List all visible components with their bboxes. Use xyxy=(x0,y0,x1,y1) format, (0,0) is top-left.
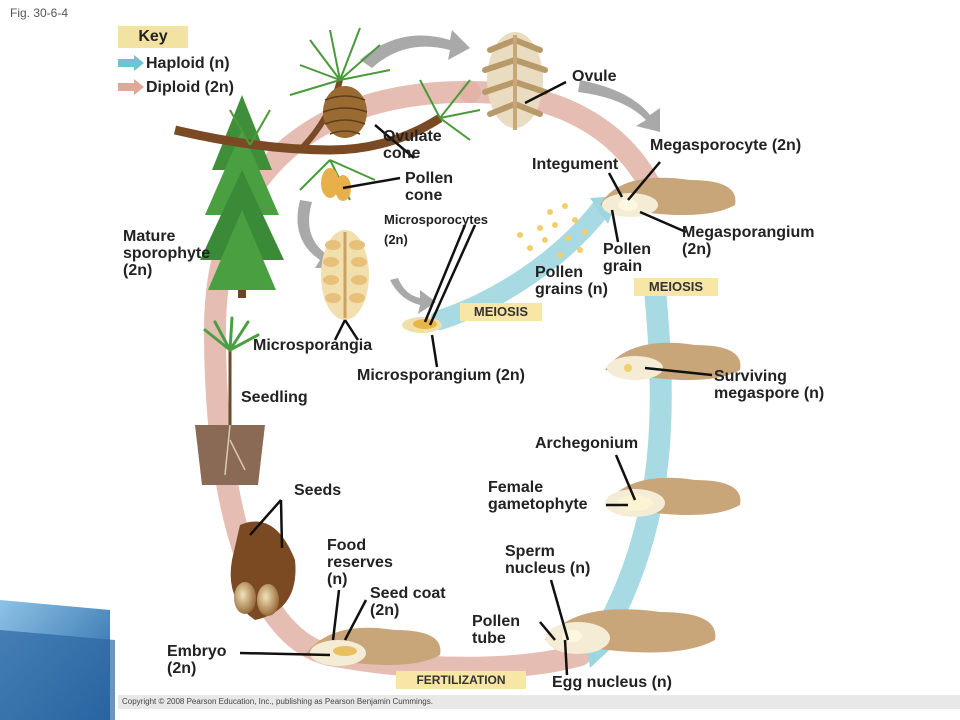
meiosis-tag-left: MEIOSIS xyxy=(460,303,542,321)
meiosis-tag-right: MEIOSIS xyxy=(634,278,718,296)
label-seed-coat: Seed coat(2n) xyxy=(370,585,446,619)
ovule-scale xyxy=(482,32,548,130)
label-egg-nucleus: Egg nucleus (n) xyxy=(552,674,672,691)
gray-arrows xyxy=(297,30,660,314)
microsporangium-detail xyxy=(402,317,442,333)
pollen-grains-scatter xyxy=(517,203,588,258)
figure-number: Fig. 30-6-4 xyxy=(10,6,69,20)
label-seedling: Seedling xyxy=(241,389,308,406)
label-ovule: Ovule xyxy=(572,68,617,85)
ovule-stage-5 xyxy=(305,627,441,666)
label-megasporangium: Megasporangium(2n) xyxy=(682,224,815,258)
ovule-stage-1 xyxy=(600,177,736,217)
haploid-arrow-icon xyxy=(118,55,144,71)
pine-tree xyxy=(200,95,284,298)
slide-decoration xyxy=(0,600,115,720)
seedling xyxy=(195,316,265,485)
label-microsporocytes: Microsporocytes(2n) xyxy=(384,212,489,247)
label-archegonium: Archegonium xyxy=(535,435,639,452)
ovulate-cone-shape xyxy=(322,86,368,138)
label-integument: Integument xyxy=(532,156,619,173)
ovule-stage-3 xyxy=(605,477,741,517)
key-diploid: Diploid (2n) xyxy=(146,79,234,96)
seeds xyxy=(230,521,296,620)
microsporangia-cone xyxy=(321,230,369,320)
haploid-arc-right xyxy=(589,279,672,651)
ovule-stage-2 xyxy=(605,342,741,380)
label-microsporangium: Microsporangium (2n) xyxy=(357,367,526,384)
diploid-arrow-icon xyxy=(118,79,144,95)
label-microsporangia: Microsporangia xyxy=(253,337,373,354)
copyright-notice: Copyright © 2008 Pearson Education, Inc.… xyxy=(118,695,960,709)
key-title: Key xyxy=(118,26,188,48)
label-seeds: Seeds xyxy=(294,482,342,499)
leader-lines xyxy=(239,80,713,676)
key-haploid: Haploid (n) xyxy=(146,55,230,72)
label-megasporocyte: Megasporocyte (2n) xyxy=(650,137,802,154)
pollen-cone-shape xyxy=(321,168,351,201)
label-embryo: Embryo(2n) xyxy=(167,643,227,677)
ovule-stages xyxy=(305,177,741,666)
fertilization-tag: FERTILIZATION xyxy=(396,671,526,689)
ovule-stage-4 xyxy=(545,609,716,654)
